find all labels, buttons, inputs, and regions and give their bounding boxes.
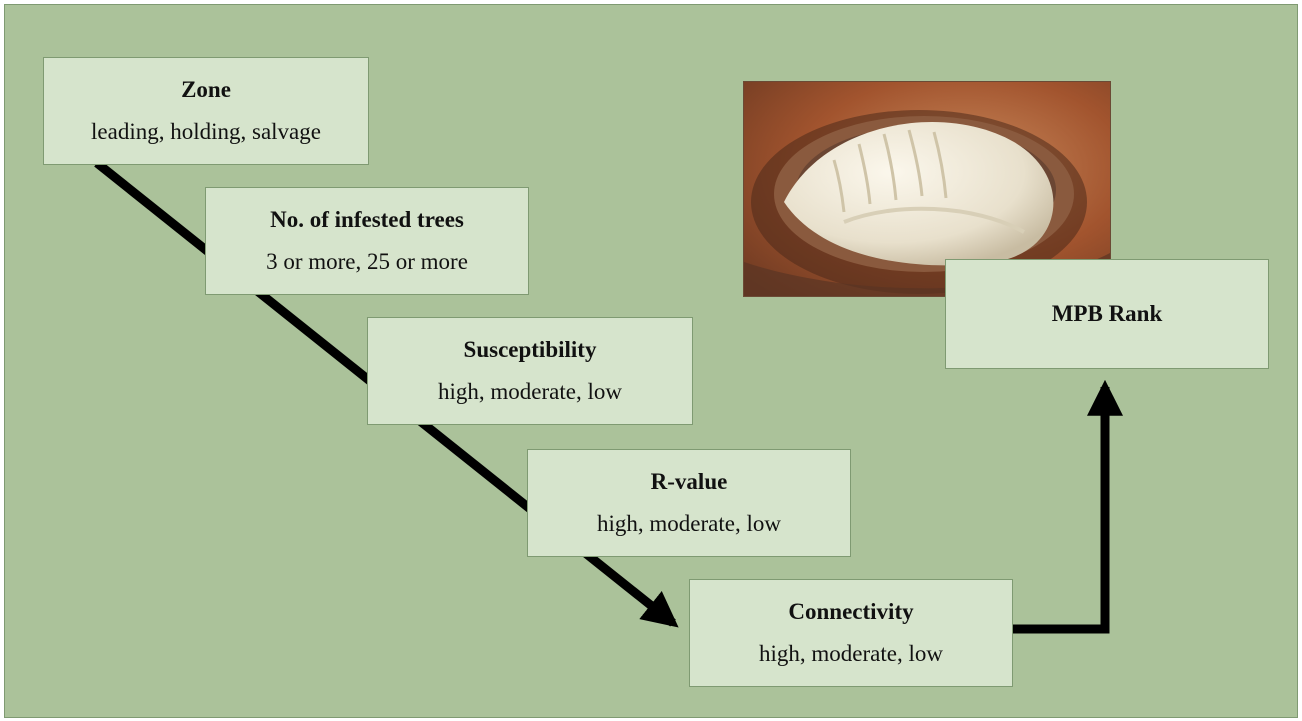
mpb-rank-title: MPB Rank [1052,299,1163,329]
rank-flow-arrow [1011,387,1105,629]
susceptibility-title: Susceptibility [464,335,597,365]
connectivity-values: high, moderate, low [759,639,943,669]
diagram-canvas: Zone leading, holding, salvage No. of in… [4,4,1298,718]
connectivity-box: Connectivity high, moderate, low [689,579,1013,687]
infested-trees-values: 3 or more, 25 or more [266,247,468,277]
infested-trees-box: No. of infested trees 3 or more, 25 or m… [205,187,529,295]
r-value-title: R-value [651,467,728,497]
r-value-box: R-value high, moderate, low [527,449,851,557]
r-value-values: high, moderate, low [597,509,781,539]
susceptibility-values: high, moderate, low [438,377,622,407]
infested-trees-title: No. of infested trees [270,205,464,235]
zone-values: leading, holding, salvage [91,117,321,147]
susceptibility-box: Susceptibility high, moderate, low [367,317,693,425]
mpb-rank-box: MPB Rank [945,259,1269,369]
zone-box: Zone leading, holding, salvage [43,57,369,165]
connectivity-title: Connectivity [788,597,913,627]
zone-title: Zone [181,75,231,105]
